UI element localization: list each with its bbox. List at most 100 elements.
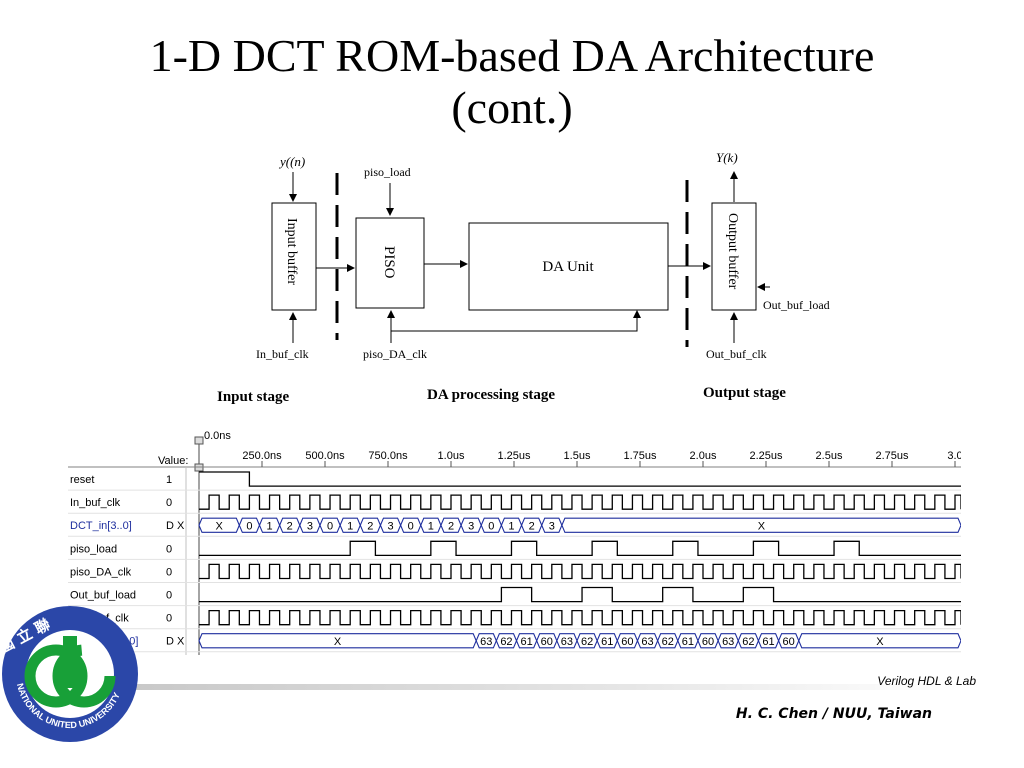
bus-value-label: 0 [327,520,333,532]
signal-trace [199,494,961,510]
bus-segment [561,517,961,533]
logo-emblem [24,636,116,708]
signal-name[interactable]: reset [70,474,94,486]
bus-value-label: 3 [307,520,313,532]
title-line-1: 1-D DCT ROM-based DA Architecture [149,30,875,81]
bus-value-label: 62 [500,636,512,648]
slide-title: 1-D DCT ROM-based DA Architecture (cont.… [0,30,1024,134]
input-stage-label: Input stage [217,389,290,405]
signal-trace [199,471,961,487]
output-stage-label: Output stage [703,385,786,401]
signal-name[interactable]: DCT_in[3..0] [70,520,132,532]
time-tick-label: 3.0 [947,450,961,462]
signal-value: D X [166,636,185,648]
bus-value-label: X [758,520,766,532]
bus-value-label: 0 [408,520,414,532]
piso-da-clk-route [391,310,641,332]
processing-stage-label: DA processing stage [427,387,556,403]
bus-value-label: 2 [367,520,373,532]
footer-rule [130,684,960,690]
bus-value-label: 0 [246,520,252,532]
signal-name[interactable]: piso_DA_clk [70,566,132,578]
bus-value-label: 3 [549,520,555,532]
da-unit-label: DA Unit [542,259,594,275]
piso-da-clk-label: piso_DA_clk [363,347,427,361]
bus-value-label: 2 [287,520,293,532]
bus-value-label: 1 [266,520,272,532]
signal-value: 0 [166,566,172,578]
input-buffer-block [271,202,317,311]
time-tick-label: 2.5us [816,450,843,462]
bus-value-label: X [334,636,342,648]
time-tick-label: 2.75us [875,450,909,462]
author-label: H. C. Chen / NUU, Taiwan [735,706,932,722]
time-tick-label: 2.0us [690,450,717,462]
in-buf-clk-label: In_buf_clk [256,347,309,361]
bus-value-label: 2 [448,520,454,532]
time-tick-label: 1.5us [564,450,591,462]
bus-value-label: 62 [742,636,754,648]
bus-value-label: 1 [347,520,353,532]
cursor-handle[interactable] [194,436,204,445]
time-tick-label: 1.25us [497,450,531,462]
bus-value-label: 60 [541,636,553,648]
signal-value: 0 [166,543,172,555]
time-tick-label: 750.0ns [368,450,408,462]
signal-name[interactable]: piso_load [70,543,117,555]
signal-name[interactable]: Out_buf_load [70,590,136,602]
bus-value-label: 3 [387,520,393,532]
time-tick-label: 2.25us [749,450,783,462]
da-unit-block [468,222,669,311]
signal-trace [199,563,961,580]
title-line-2: (cont.) [451,82,573,133]
signal-trace [199,586,961,603]
bus-value-label: 63 [480,636,492,648]
bus-value-label: 61 [601,636,613,648]
bus-value-label: 60 [702,636,714,648]
signal-value: D X [166,520,185,532]
output-signal-label: Y(k) [716,150,738,165]
bus-value-label: 63 [561,636,573,648]
signal-value: 0 [166,497,172,509]
piso-block [355,217,425,309]
architecture-diagram: y((n) Input buffer In_buf_clk piso_load … [256,150,830,361]
time-tick-label: 250.0ns [242,450,282,462]
waveform-viewer: 0.0ns Value: 250.0ns 500.0ns 750.0ns 1.0us 1… [68,425,961,655]
out-buf-load-label: Out_buf_load [763,298,830,312]
bus-value-label: 63 [722,636,734,648]
course-label: Verilog HDL & Lab [877,674,976,688]
bus-segment [798,633,961,649]
piso-load-label: piso_load [364,165,411,179]
bus-value-label: 2 [529,520,535,532]
input-buffer-label: Input buffer [284,218,299,285]
output-buffer-label: Output buffer [725,213,740,290]
bus-value-label: 1 [428,520,434,532]
signal-name[interactable]: In_buf_clk [70,497,121,509]
value-column-header: Value: [158,455,188,467]
bus-value-label: 60 [621,636,633,648]
bus-value-label: 61 [520,636,532,648]
bus-value-label: 62 [581,636,593,648]
bus-value-label: X [876,636,884,648]
bus-value-label: 60 [783,636,795,648]
bus-value-label: X [215,520,223,532]
signal-value: 0 [166,590,172,602]
time-axis: 250.0ns 500.0ns 750.0ns 1.0us 1.25us 1.5us 1.7… [242,450,961,467]
signal-value: 0 [166,613,172,625]
signal-trace [199,609,961,626]
university-logo: 國 立 聯 NATIONAL UNITED UNIVERSITY [0,606,138,742]
time-tick-label: 1.0us [438,450,465,462]
bus-value-label: 63 [641,636,653,648]
bus-value-label: 62 [662,636,674,648]
output-buffer-block [711,202,757,311]
time-tick-label: 1.75us [623,450,657,462]
cursor-time-label: 0.0ns [204,430,231,442]
bus-value-label: 0 [488,520,494,532]
time-tick-label: 500.0ns [305,450,345,462]
out-buf-clk-label: Out_buf_clk [706,347,767,361]
bus-value-label: 1 [508,520,514,532]
bus-value-label: 61 [762,636,774,648]
piso-label: PISO [381,246,397,279]
bus-value-label: 3 [468,520,474,532]
input-signal-label: y((n) [278,154,305,169]
